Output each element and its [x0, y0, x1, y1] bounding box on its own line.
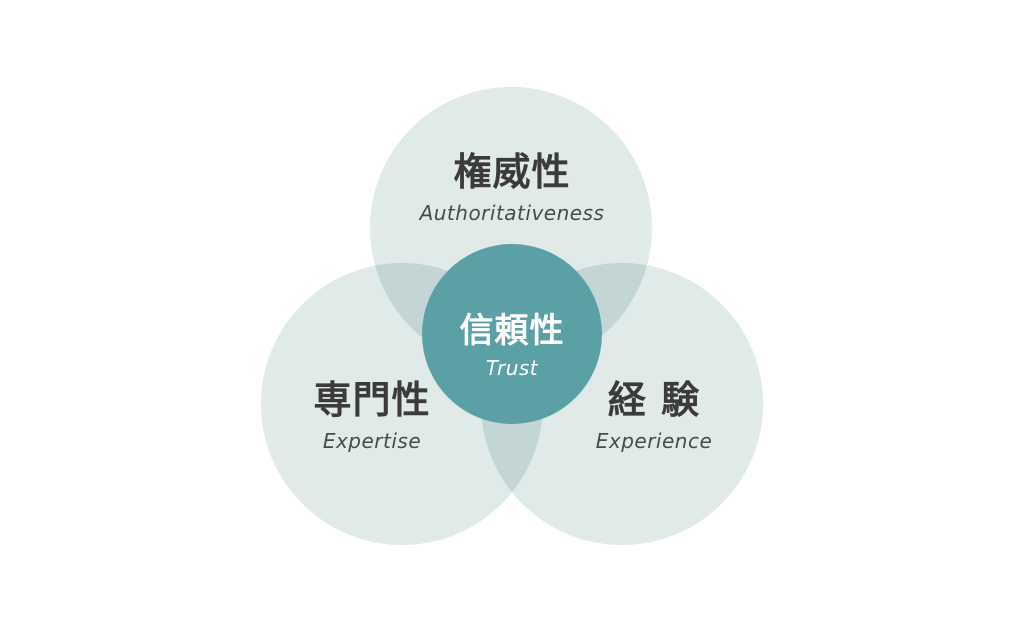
authoritativeness-label-group: 権威性 Authoritativeness: [420, 153, 605, 223]
expertise-label-group: 専門性 Expertise: [313, 381, 430, 451]
experience-label-group: 経 験 Experience: [596, 381, 713, 451]
trust-label-group: 信頼性 Trust: [460, 314, 565, 378]
experience-label-ja: 経 験: [607, 378, 701, 422]
authoritativeness-label-ja: 権威性: [453, 150, 571, 194]
expertise-label-en: Expertise: [322, 429, 422, 453]
trust-label-en: Trust: [485, 356, 539, 380]
trust-label-ja: 信頼性: [459, 311, 565, 351]
authoritativeness-label-en: Authoritativeness: [419, 201, 605, 225]
experience-label-en: Experience: [595, 429, 713, 453]
trust-circle: [422, 244, 602, 424]
expertise-label-ja: 専門性: [313, 378, 431, 422]
